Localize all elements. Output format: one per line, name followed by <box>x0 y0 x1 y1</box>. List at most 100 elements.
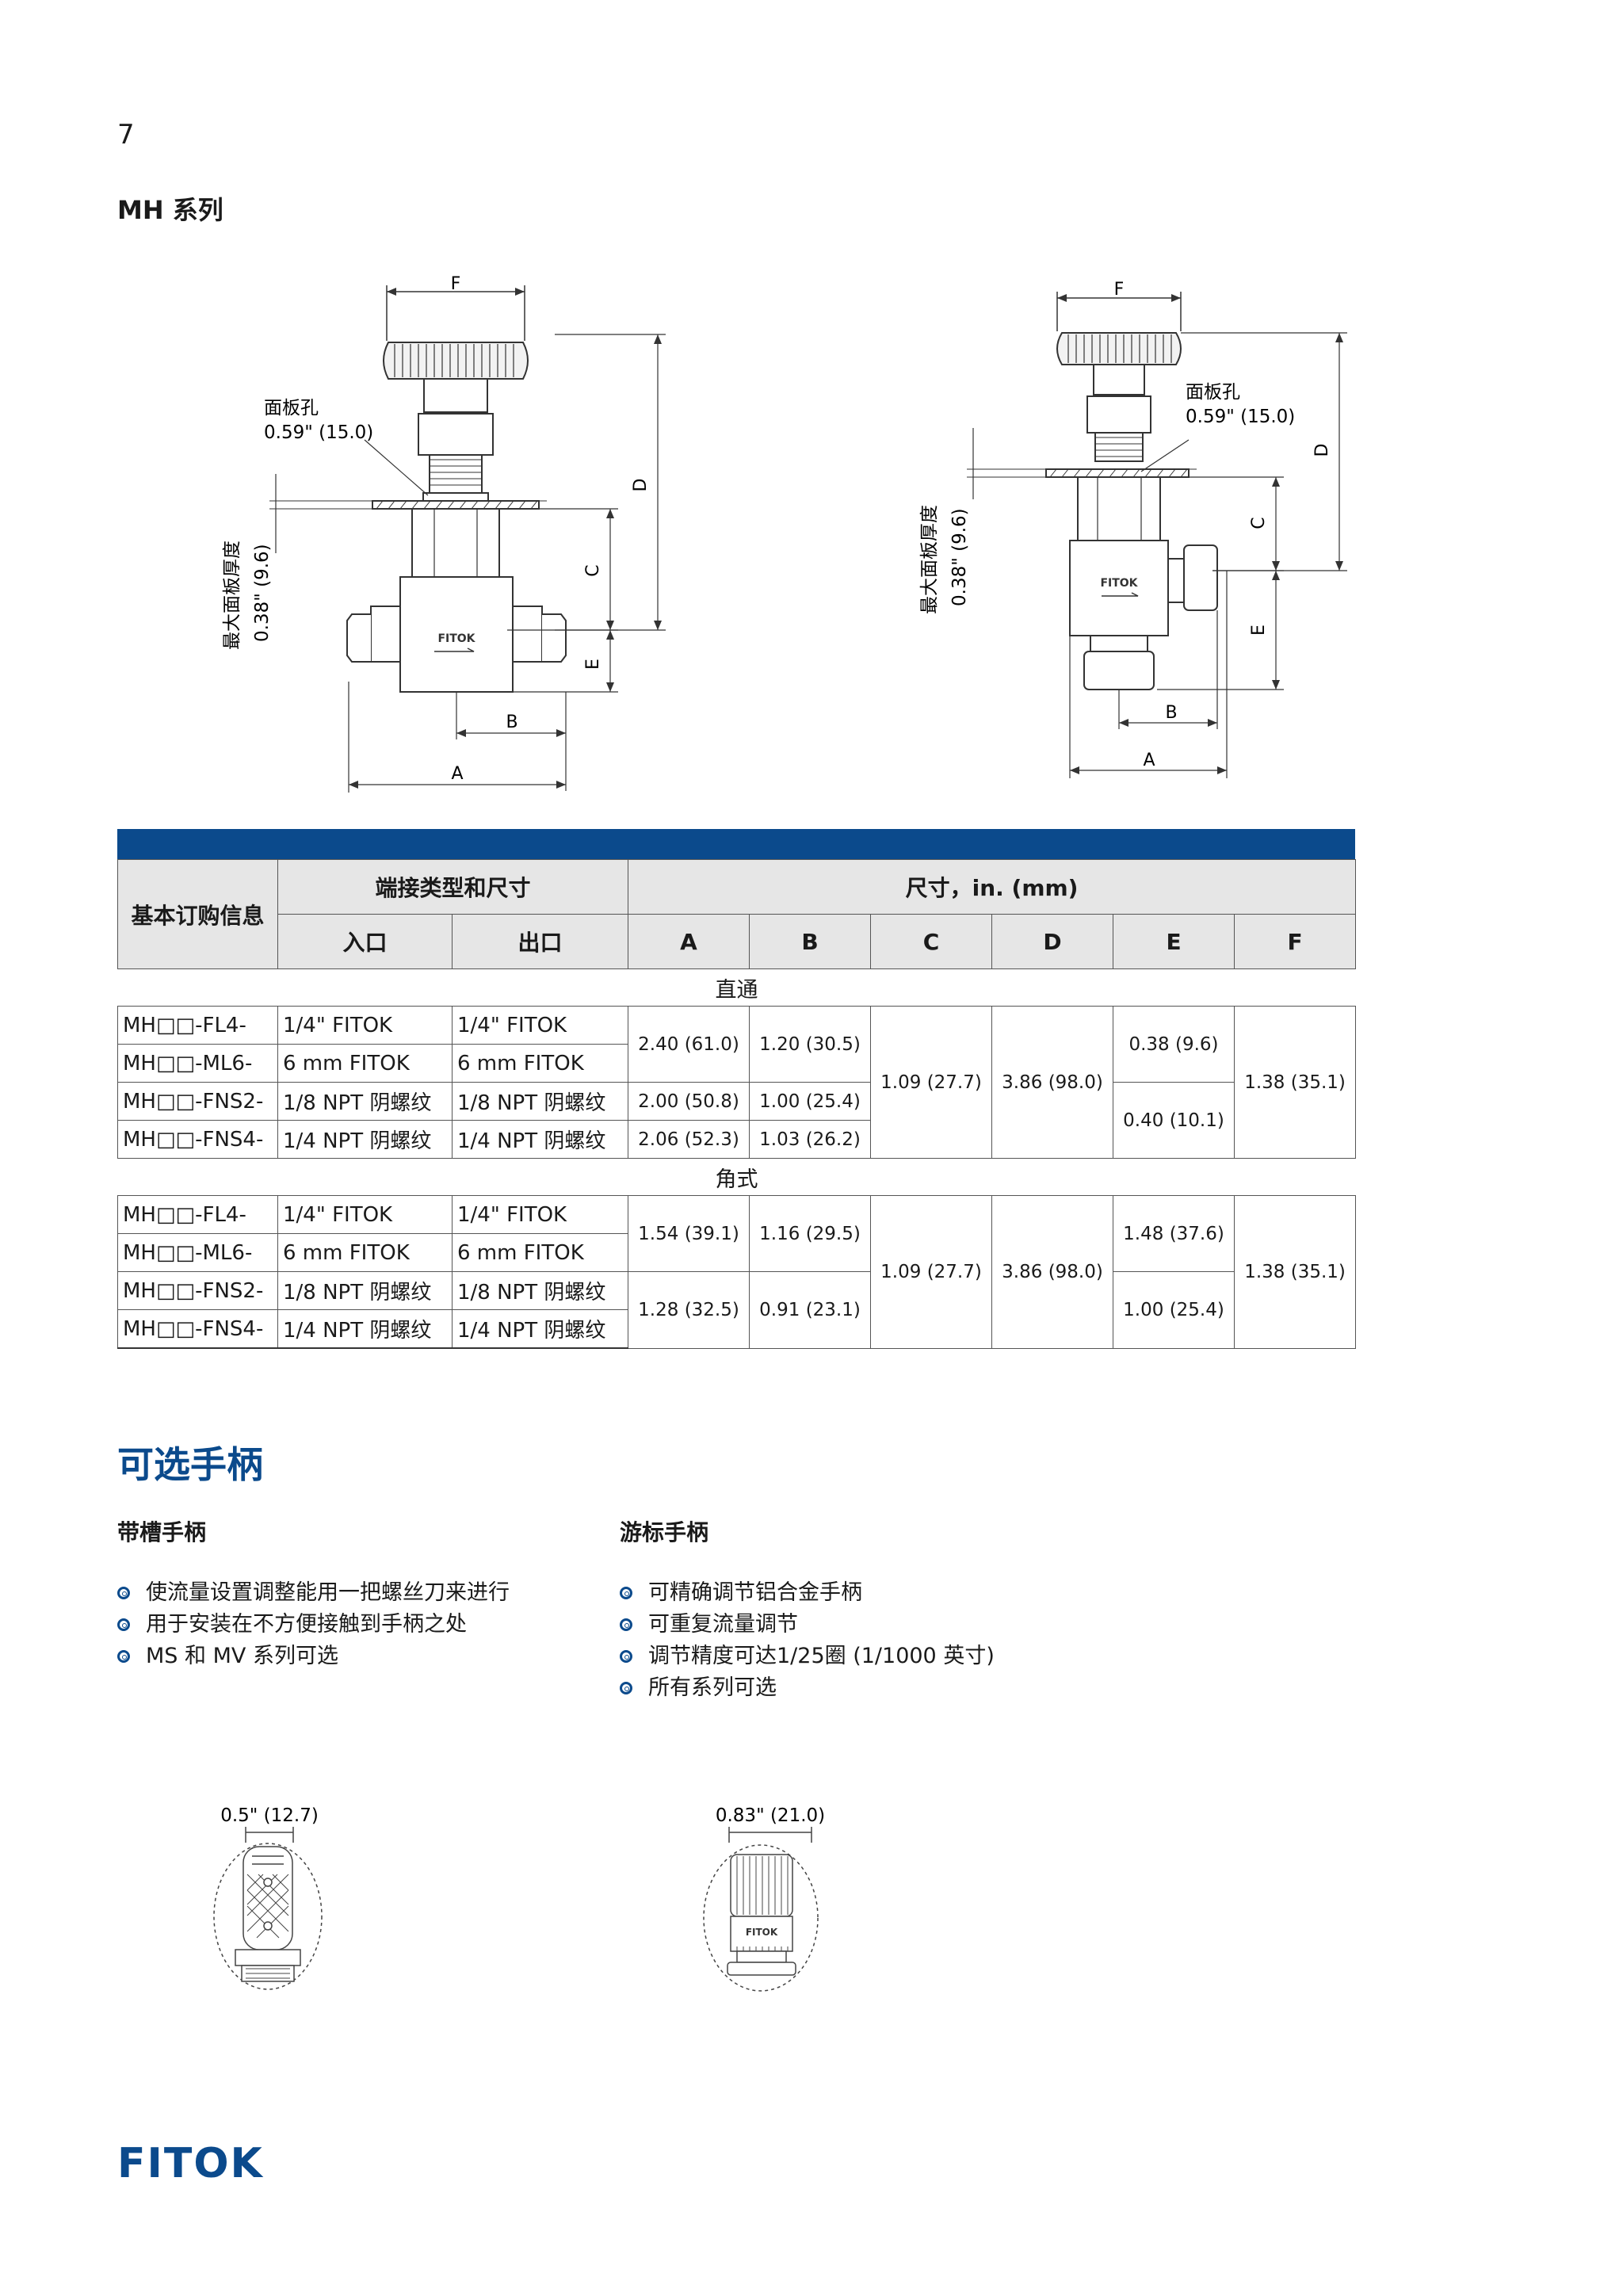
series-title: MH 系列 <box>117 195 223 225</box>
col-a: A <box>628 914 750 969</box>
part-number: MH□□-FL4- <box>117 1195 278 1234</box>
table-row: MH□□-FNS4- 1/4 NPT 阴螺纹 1/4 NPT 阴螺纹 <box>117 1309 1356 1349</box>
svg-text:C: C <box>1249 517 1269 529</box>
list-item: 调节精度可达1/25圈 (1/1000 英寸) <box>620 1641 995 1672</box>
slotted-handle-heading: 带槽手柄 <box>117 1519 207 1545</box>
dim-a: 2.00 (50.8) <box>628 1082 750 1121</box>
list-item: 使流量设置调整能用一把螺丝刀来进行 <box>117 1577 510 1609</box>
dim-b: 1.16 (29.5) <box>749 1195 872 1272</box>
dim-d: 3.86 (98.0) <box>991 1195 1114 1349</box>
table-row: MH□□-FNS2- 1/8 NPT 阴螺纹 1/8 NPT 阴螺纹 1.28 … <box>117 1271 1356 1349</box>
outlet-cell: 1/4 NPT 阴螺纹 <box>451 1120 629 1159</box>
outlet-cell: 1/4" FITOK <box>451 1006 629 1045</box>
panel-hole-label: 面板孔 <box>264 398 319 418</box>
slotted-width-label: 0.5" (12.7) <box>220 1805 319 1826</box>
table-row: MH□□-FNS2- 1/8 NPT 阴螺纹 1/8 NPT 阴螺纹 2.00 … <box>117 1082 1356 1159</box>
bullet-icon <box>620 1618 632 1631</box>
slotted-features: 使流量设置调整能用一把螺丝刀来进行 用于安装在不方便接触到手柄之处 MS 和 M… <box>117 1577 510 1672</box>
vernier-features: 可精确调节铝合金手柄 可重复流量调节 调节精度可达1/25圈 (1/1000 英… <box>620 1577 995 1704</box>
list-item: 所有系列可选 <box>620 1672 995 1704</box>
dim-b: 1.20 (30.5) <box>749 1006 872 1083</box>
bullet-icon <box>117 1618 130 1631</box>
fitok-logo: FITOK <box>117 2140 264 2187</box>
angle-max-thickness-value: 0.38" (9.6) <box>949 508 970 606</box>
max-thickness-label: 最大面板厚度 <box>222 541 242 650</box>
section-angle: 角式 <box>117 1158 1356 1196</box>
col-outlet: 出口 <box>451 914 629 969</box>
svg-text:C: C <box>583 564 603 576</box>
outlet-cell: 1/4 NPT 阴螺纹 <box>451 1309 629 1349</box>
col-e: E <box>1113 914 1235 969</box>
bullet-icon <box>620 1650 632 1663</box>
col-c: C <box>870 914 993 969</box>
col-inlet: 入口 <box>277 914 453 969</box>
dim-a: 2.06 (52.3) <box>628 1120 750 1159</box>
outlet-cell: 6 mm FITOK <box>451 1044 629 1083</box>
dim-e: 1.48 (37.6) <box>1113 1195 1235 1272</box>
list-item: 可重复流量调节 <box>620 1609 995 1641</box>
svg-text:A: A <box>1143 751 1155 770</box>
list-item: MS 和 MV 系列可选 <box>117 1641 510 1672</box>
dim-b: 1.00 (25.4) <box>749 1082 872 1121</box>
inlet-cell: 1/4" FITOK <box>277 1195 453 1234</box>
svg-text:A: A <box>451 764 463 784</box>
angle-panel-hole-value: 0.59" (15.0) <box>1186 407 1295 427</box>
part-number: MH□□-ML6- <box>117 1044 278 1083</box>
bullet-icon <box>620 1682 632 1694</box>
svg-text:F: F <box>1114 280 1125 300</box>
inlet-cell: 1/8 NPT 阴螺纹 <box>277 1082 453 1121</box>
col-f: F <box>1234 914 1357 969</box>
dimension-table: 基本订购信息 端接类型和尺寸 尺寸，in. (mm) 入口 出口 A B C D… <box>117 829 1357 1349</box>
inlet-cell: 1/4" FITOK <box>277 1006 453 1045</box>
dim-b: 1.03 (26.2) <box>749 1120 872 1159</box>
dim-d: 3.86 (98.0) <box>991 1006 1114 1159</box>
part-number: MH□□-FL4- <box>117 1006 278 1045</box>
svg-text:D: D <box>631 479 651 492</box>
outlet-cell: 1/8 NPT 阴螺纹 <box>451 1271 629 1310</box>
optional-handles-title: 可选手柄 <box>117 1443 263 1486</box>
vernier-brand: FITOK <box>746 1927 778 1938</box>
bullet-icon <box>117 1587 130 1599</box>
table-row: MH□□-FL4- 1/4" FITOK 1/4" FITOK 2.40 (61… <box>117 1006 1357 1159</box>
angle-max-thickness-label: 最大面板厚度 <box>919 505 940 614</box>
vernier-handle-heading: 游标手柄 <box>620 1519 709 1545</box>
svg-text:F: F <box>451 274 461 294</box>
dim-e: 0.38 (9.6) <box>1113 1006 1235 1083</box>
section-straight: 直通 <box>117 968 1356 1007</box>
col-end-connections: 端接类型和尺寸 <box>277 859 629 915</box>
body-brand: FITOK <box>437 632 475 645</box>
dim-f: 1.38 (35.1) <box>1234 1006 1357 1159</box>
col-b: B <box>749 914 872 969</box>
slotted-handle-illustration: 0.5" (12.7) <box>213 1805 323 1990</box>
svg-text:B: B <box>1165 703 1177 723</box>
dim-e: 1.00 (25.4) <box>1113 1271 1235 1349</box>
svg-text:E: E <box>583 659 603 670</box>
list-item: 用于安装在不方便接触到手柄之处 <box>117 1609 510 1641</box>
col-d: D <box>991 914 1114 969</box>
svg-text:E: E <box>1249 625 1269 636</box>
page-number: 7 <box>117 119 135 151</box>
dim-f: 1.38 (35.1) <box>1234 1195 1357 1349</box>
outlet-cell: 1/8 NPT 阴螺纹 <box>451 1082 629 1121</box>
max-thickness-value: 0.38" (9.6) <box>252 544 273 642</box>
part-number: MH□□-FNS2- <box>117 1082 278 1121</box>
dim-c: 1.09 (27.7) <box>870 1195 993 1349</box>
bullet-icon <box>117 1650 130 1663</box>
dim-b: 0.91 (23.1) <box>749 1271 872 1349</box>
bullet-icon <box>620 1587 632 1599</box>
table-row: MH□□-ML6- 6 mm FITOK 6 mm FITOK <box>117 1233 1356 1272</box>
table-row: MH□□-FL4- 1/4" FITOK 1/4" FITOK 1.54 (39… <box>117 1195 1357 1349</box>
angle-body-brand: FITOK <box>1100 577 1138 590</box>
dim-a: 1.54 (39.1) <box>628 1195 750 1272</box>
part-number: MH□□-ML6- <box>117 1233 278 1272</box>
svg-text:B: B <box>506 712 517 732</box>
list-item: 可精确调节铝合金手柄 <box>620 1577 995 1609</box>
inlet-cell: 6 mm FITOK <box>277 1044 453 1083</box>
table-header-bar <box>117 829 1355 859</box>
straight-valve-diagram: FITOK F B A D C E 面板孔 0.59" (15.0) 最大面板厚… <box>222 274 666 793</box>
inlet-cell: 6 mm FITOK <box>277 1233 453 1272</box>
outlet-cell: 6 mm FITOK <box>451 1233 629 1272</box>
panel-hole-value: 0.59" (15.0) <box>264 422 373 443</box>
inlet-cell: 1/8 NPT 阴螺纹 <box>277 1271 453 1310</box>
part-number: MH□□-FNS2- <box>117 1271 278 1310</box>
